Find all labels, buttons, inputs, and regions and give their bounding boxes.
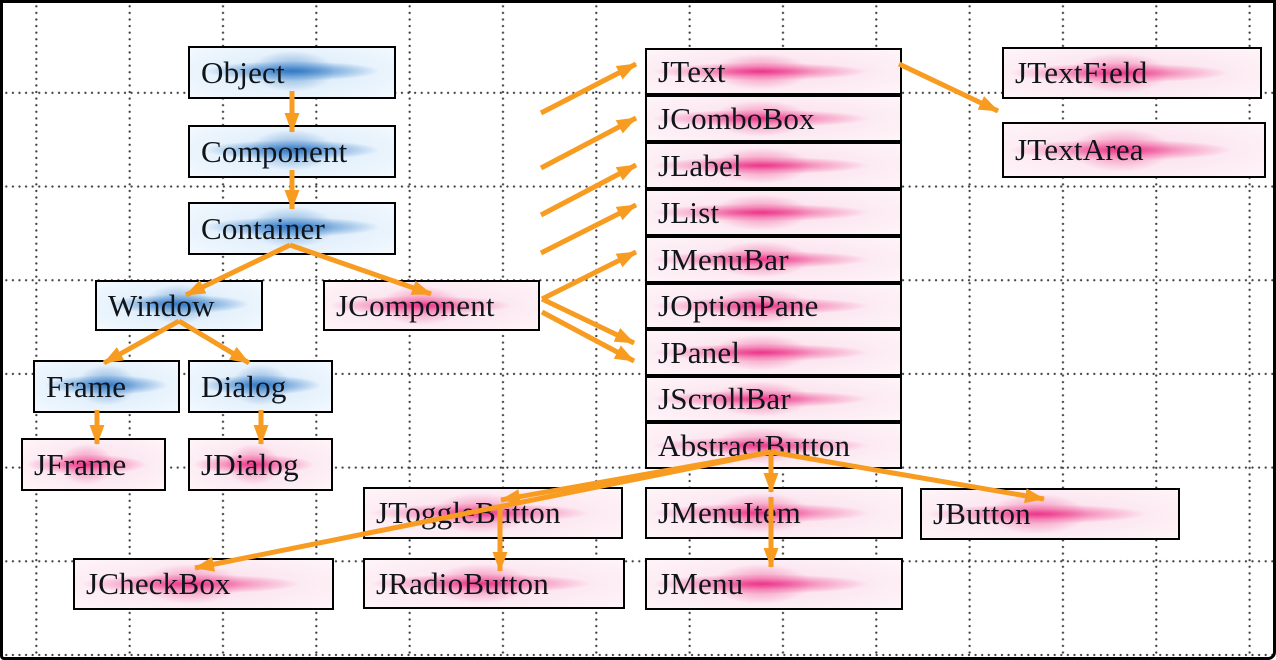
class-box-label: JOptionPane bbox=[658, 288, 819, 323]
class-box-jdialog: JDialog bbox=[188, 438, 333, 491]
class-box-label: JMenu bbox=[658, 566, 744, 601]
class-box-window: Window bbox=[95, 280, 263, 331]
class-box-jmenu: JMenu bbox=[645, 558, 903, 610]
class-box-label: Container bbox=[201, 210, 326, 246]
class-box-label: JTextArea bbox=[1015, 132, 1144, 167]
class-box-jmenuitem: JMenuItem bbox=[645, 487, 903, 539]
inheritance-arrow-unattached-to-jlabel bbox=[539, 162, 638, 218]
class-box-jtextfield: JTextField bbox=[1002, 47, 1262, 99]
inheritance-arrow-unattached-to-jcombobox bbox=[539, 115, 638, 171]
class-box-label: JScrollBar bbox=[658, 381, 791, 416]
class-box-abstractbutton: AbstractButton bbox=[645, 422, 902, 469]
class-box-jbutton: JButton bbox=[920, 488, 1180, 540]
class-box-label: JRadioButton bbox=[376, 565, 549, 601]
class-box-label: JComboBox bbox=[658, 100, 815, 136]
class-box-jradiobutton: JRadioButton bbox=[363, 558, 625, 609]
class-box-object: Object bbox=[188, 46, 396, 99]
class-box-label: JLabel bbox=[658, 147, 742, 183]
inheritance-arrow-jcomponent-to-jpanel bbox=[540, 296, 636, 346]
class-box-jlabel: JLabel bbox=[645, 142, 902, 189]
class-box-jpanel: JPanel bbox=[645, 329, 902, 376]
class-box-label: JText bbox=[658, 53, 726, 89]
class-box-container: Container bbox=[188, 202, 396, 255]
class-box-jtext: JText bbox=[645, 48, 902, 95]
class-box-component: Component bbox=[188, 125, 396, 178]
class-box-label: JPanel bbox=[658, 334, 741, 370]
class-box-jcomponent: JComponent bbox=[323, 280, 540, 331]
class-box-jcheckbox: JCheckBox bbox=[73, 558, 334, 610]
class-box-jtextarea: JTextArea bbox=[1002, 122, 1266, 178]
class-box-frame: Frame bbox=[33, 360, 180, 413]
inheritance-arrow-jtext-to-jtextfield bbox=[897, 61, 1000, 114]
class-box-label: JMenuBar bbox=[658, 241, 789, 277]
class-box-label: AbstractButton bbox=[658, 427, 851, 463]
inheritance-arrow-unattached-to-jlist bbox=[539, 202, 638, 256]
class-box-dialog: Dialog bbox=[188, 360, 333, 413]
class-box-label: Object bbox=[201, 54, 285, 90]
class-box-label: JTextField bbox=[1015, 55, 1148, 90]
class-box-jlist: JList bbox=[645, 189, 902, 236]
class-box-label: JButton bbox=[933, 496, 1031, 531]
inheritance-arrow-jcomponent-to-jpanel bbox=[540, 309, 636, 364]
class-box-jcombobox: JComboBox bbox=[645, 95, 902, 142]
class-box-label: JDialog bbox=[201, 446, 299, 482]
class-box-label: JList bbox=[658, 194, 720, 230]
class-box-label: Component bbox=[201, 133, 348, 169]
class-box-label: JComponent bbox=[336, 287, 495, 323]
class-box-joptionpane: JOptionPane bbox=[645, 283, 902, 329]
class-box-jframe: JFrame bbox=[21, 438, 166, 491]
inheritance-arrow-jcomponent-to-jmenubar bbox=[540, 249, 638, 302]
class-box-label: Window bbox=[108, 287, 215, 323]
class-box-label: JFrame bbox=[34, 446, 127, 482]
class-box-label: JCheckBox bbox=[86, 566, 231, 601]
class-box-label: JMenuItem bbox=[658, 495, 801, 530]
class-box-jmenubar: JMenuBar bbox=[645, 236, 902, 283]
class-box-jtogglebutton: JToggleButton bbox=[363, 487, 623, 539]
class-box-label: Dialog bbox=[201, 368, 287, 404]
class-box-jscrollbar: JScrollBar bbox=[645, 376, 902, 422]
class-box-label: JToggleButton bbox=[376, 495, 561, 530]
class-box-label: Frame bbox=[46, 368, 127, 404]
inheritance-arrow-unattached-to-jtext bbox=[539, 61, 638, 116]
